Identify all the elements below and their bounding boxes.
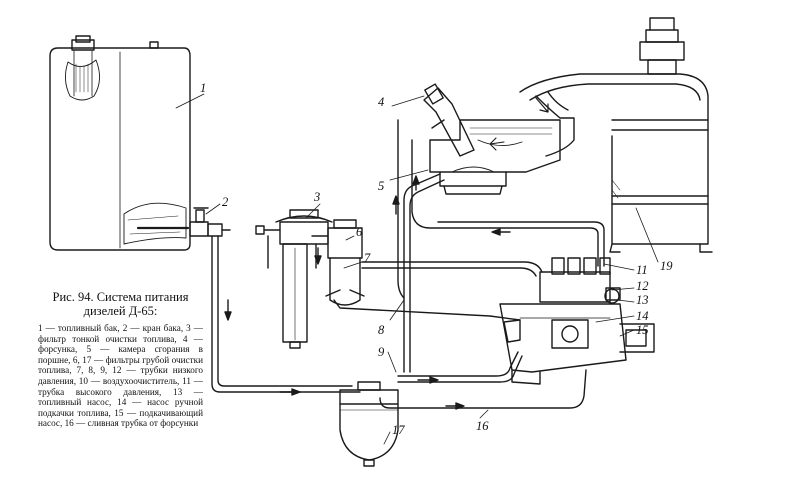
air-cleaner-and-head bbox=[423, 17, 713, 253]
callout-13: 13 bbox=[636, 293, 649, 307]
callout-19: 19 bbox=[660, 259, 673, 273]
coarse-filter-17 bbox=[339, 381, 399, 467]
fuel-lines bbox=[211, 119, 605, 409]
callout-4: 4 bbox=[378, 95, 384, 109]
fine-filter bbox=[255, 209, 333, 349]
callout-7: 7 bbox=[364, 251, 371, 265]
fuel-tank bbox=[49, 35, 191, 251]
callout-numbers: 1 2 3 4 5 6 7 8 9 11 12 13 14 15 16 17 1… bbox=[200, 81, 673, 437]
callout-8: 8 bbox=[378, 323, 385, 337]
callout-leaders bbox=[175, 93, 659, 445]
injection-pump bbox=[499, 257, 655, 385]
callout-5: 5 bbox=[378, 179, 384, 193]
callout-14: 14 bbox=[636, 309, 649, 323]
caption-legend: 1 — топливный бак, 2 — кран бака, 3 — фи… bbox=[38, 323, 203, 429]
callout-12: 12 bbox=[636, 279, 649, 293]
callout-9: 9 bbox=[378, 345, 385, 359]
callout-15: 15 bbox=[636, 323, 649, 337]
flow-arrows bbox=[224, 175, 511, 410]
caption-title: Рис. 94. Система питания дизелей Д-65: bbox=[52, 290, 189, 318]
callout-2: 2 bbox=[222, 195, 228, 209]
figure-caption: Рис. 94. Система питания дизелей Д-65: 1… bbox=[38, 290, 203, 429]
coarse-filter bbox=[311, 219, 365, 306]
callout-1: 1 bbox=[200, 81, 206, 95]
tank-valve bbox=[189, 207, 231, 237]
callout-11: 11 bbox=[636, 263, 648, 277]
callout-17: 17 bbox=[392, 423, 405, 437]
callout-3: 3 bbox=[313, 190, 320, 204]
callout-6: 6 bbox=[356, 225, 363, 239]
callout-16: 16 bbox=[476, 419, 489, 433]
